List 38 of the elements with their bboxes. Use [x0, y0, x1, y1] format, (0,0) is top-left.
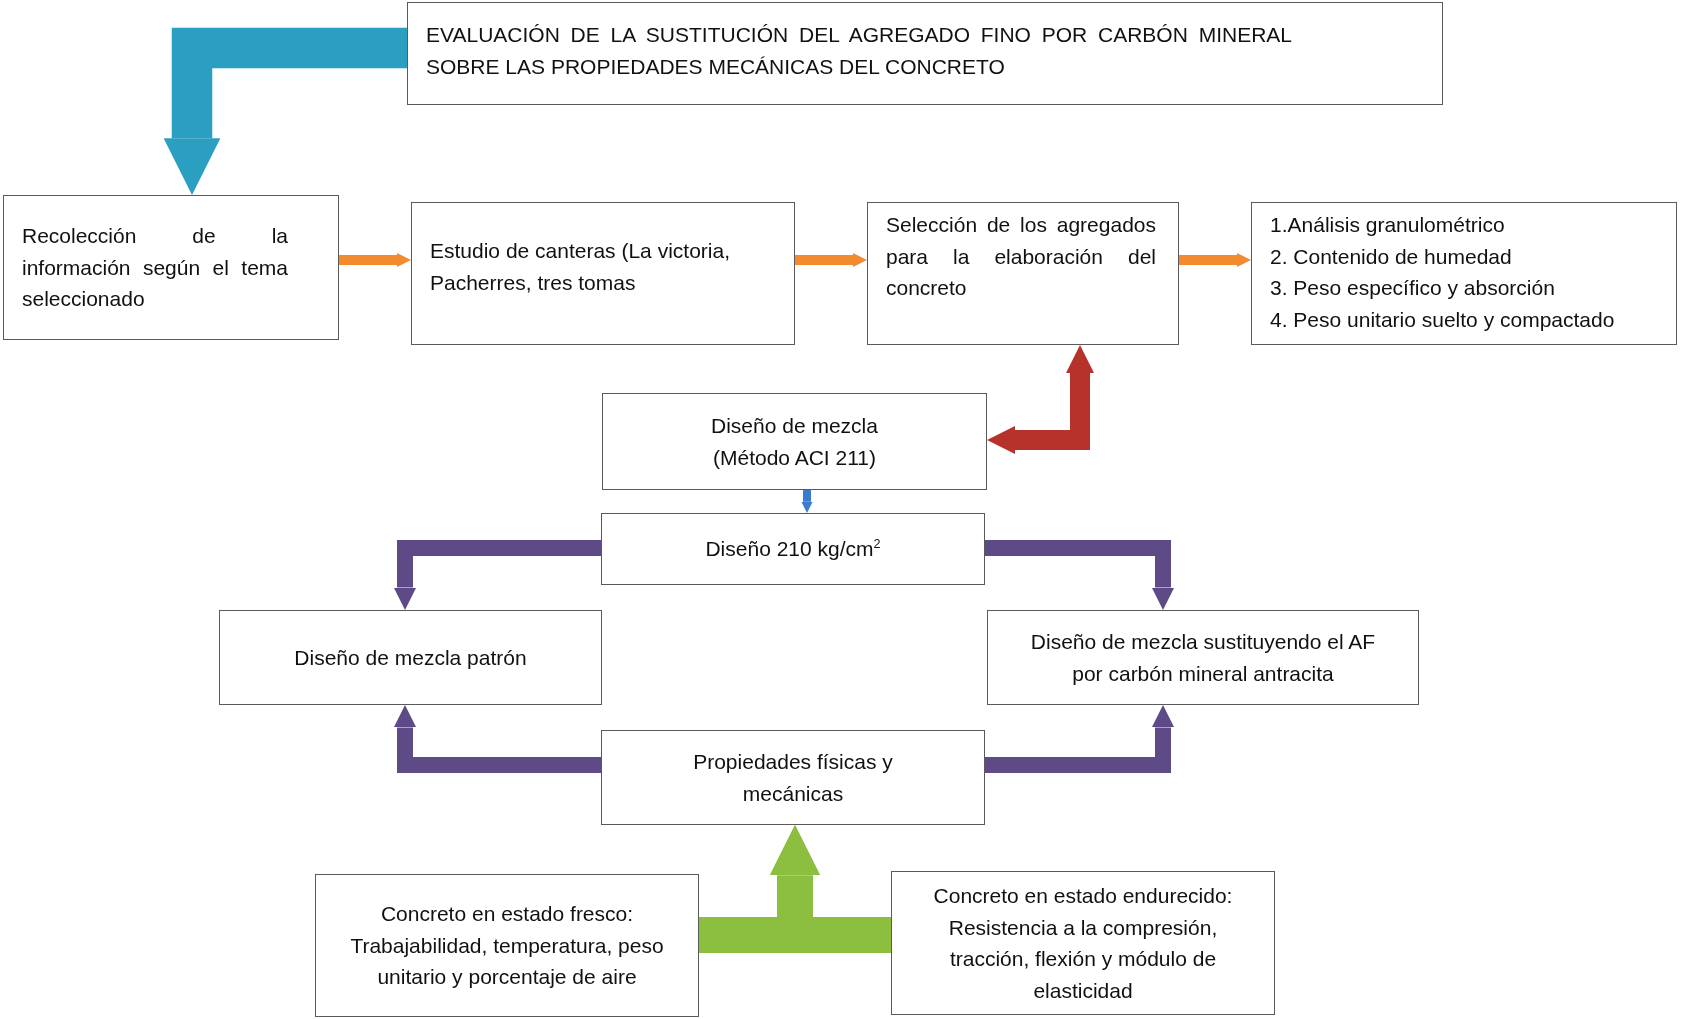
arrow — [795, 253, 867, 267]
arrow — [987, 345, 1094, 454]
process-box — [407, 2, 1443, 105]
box-text: Estudio de canteras (La victoria, Pacherres, tres tomas — [430, 238, 731, 296]
box-text: Diseño de mezcla patrón — [293, 644, 528, 671]
box-text: Diseño de mezcla (Método ACI 211) — [710, 413, 879, 471]
box-text: Propiedades físicas y mecánicas — [692, 749, 894, 807]
box-text: Diseño de mezcla sustituyendo el AF por carbón mineral antracita — [1029, 629, 1377, 687]
process-box — [601, 513, 985, 585]
box-text: Concreto en estado endurecido: Resistencia a la compresión, tracción, flexión y módulo de elasticidad — [932, 883, 1234, 1004]
box-text: Concreto en estado fresco: Trabajabilidad, temperatura, peso unitario y porcentaje de aire — [349, 901, 665, 991]
arrow — [985, 705, 1175, 773]
process-box — [3, 195, 339, 340]
arrow — [769, 825, 891, 953]
process-box — [601, 730, 985, 825]
process-box — [1251, 202, 1677, 345]
process-box — [411, 202, 795, 345]
box-text: EVALUACIÓN DE LA SUSTITUCIÓN DEL AGREGADO FINO POR CARBÓN MINERAL SOBRE LAS PROPIEDADES MECÁNICAS DEL CONCRETO — [426, 22, 1292, 80]
box-text: 3. Peso específico y absorción — [1270, 275, 1556, 301]
box-text: Selección de los agregados para la elaboración del concreto — [886, 212, 1156, 301]
process-box — [219, 610, 602, 705]
box-text: Recolección de la información según el tema seleccionado — [22, 223, 288, 313]
box-text: 1.Análisis granulométrico — [1270, 212, 1506, 238]
arrow — [1179, 253, 1251, 267]
arrow — [163, 27, 407, 195]
box-text: 4. Peso unitario suelto y compactado — [1270, 306, 1616, 333]
process-box — [867, 202, 1179, 345]
process-box — [987, 610, 1419, 705]
arrow — [801, 490, 813, 513]
box-text: 2. Contenido de humedad — [1270, 243, 1513, 270]
arrow — [393, 705, 601, 773]
arrow — [985, 540, 1175, 610]
process-box — [602, 393, 987, 490]
arrow — [393, 540, 601, 610]
process-box — [891, 871, 1275, 1015]
box-text: Diseño 210 kg/cm$^{2}$ — [704, 536, 882, 563]
arrow — [339, 253, 411, 267]
process-box — [315, 874, 699, 1017]
